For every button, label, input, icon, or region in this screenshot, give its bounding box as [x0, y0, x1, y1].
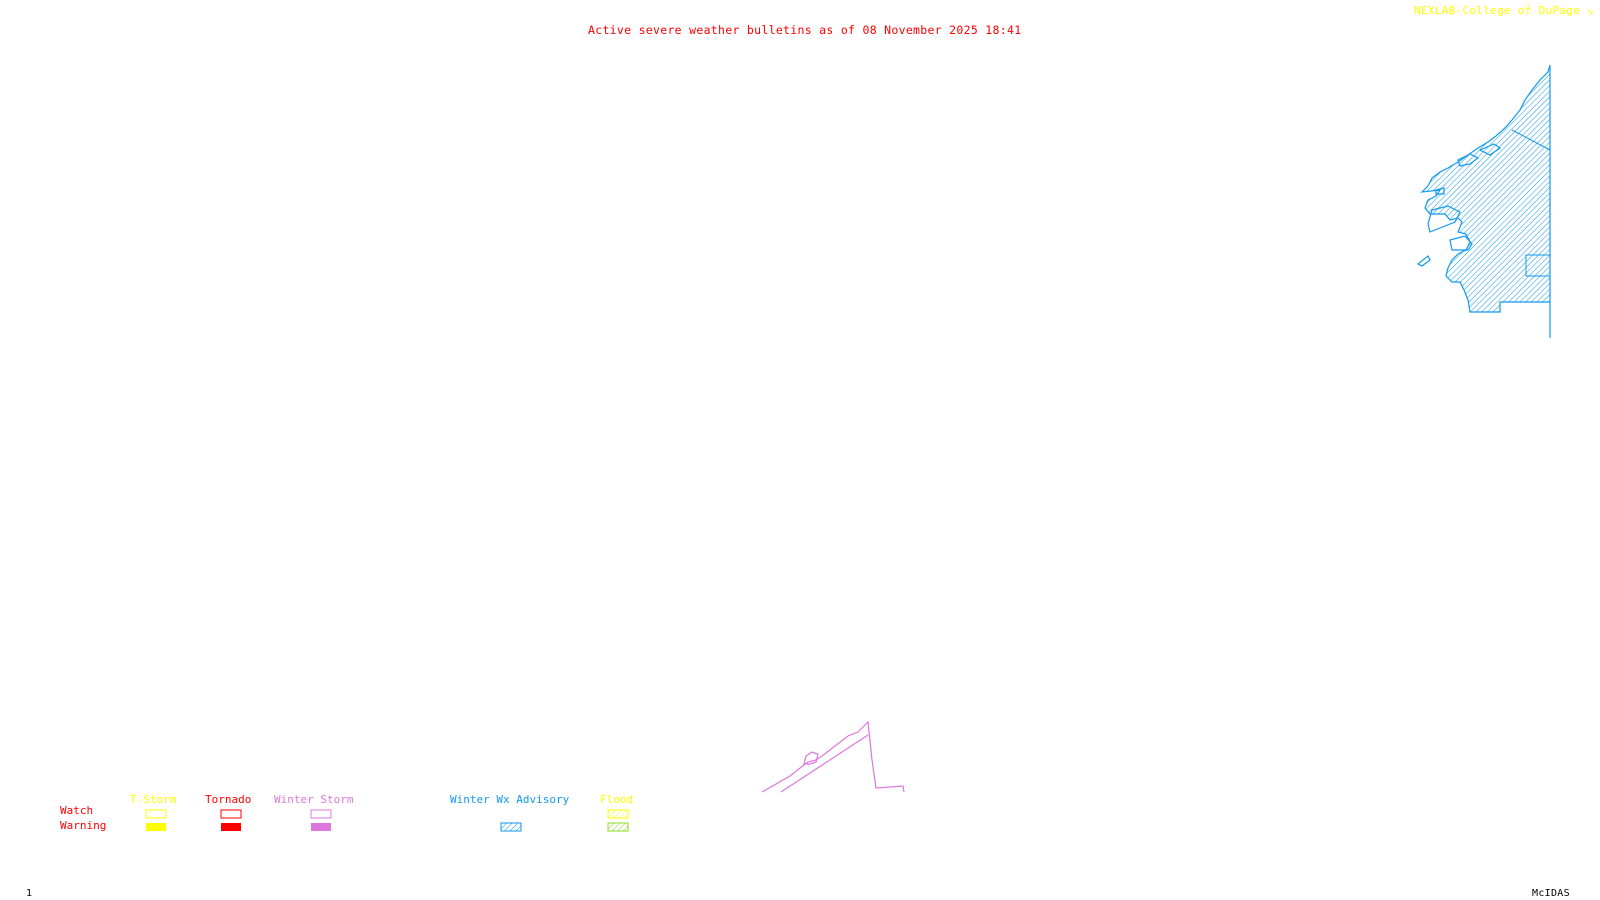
- winter-storm-lake: [803, 751, 819, 765]
- winter-wx-advisory-swatch: [500, 822, 522, 832]
- state-border: [1511, 129, 1551, 151]
- winter-storm-watch-swatch: [310, 809, 332, 819]
- tornado-warning-swatch: [221, 823, 241, 831]
- winter-storm-inner-line: [780, 734, 869, 793]
- island: [1457, 153, 1480, 167]
- island: [1435, 187, 1445, 195]
- legend-row-warning: Warning: [60, 819, 107, 832]
- tstorm-warning-swatch: [146, 823, 166, 831]
- legend-flood: Flood: [600, 793, 634, 806]
- county-border: [1525, 254, 1550, 277]
- credit-label: NEXLAB-College of DuPage ↘: [1414, 5, 1594, 17]
- flood-watch-swatch: [607, 809, 629, 819]
- island: [1478, 143, 1502, 156]
- coastline-inlet: [1427, 205, 1461, 233]
- winter-storm-outline: [761, 720, 905, 793]
- legend-tornado: Tornado: [205, 793, 252, 806]
- winter-storm-warning-swatch: [311, 823, 331, 831]
- legend-swatches: [145, 809, 629, 832]
- frame-number: 1: [26, 888, 33, 899]
- winter-wx-advisory-area: [1416, 64, 1551, 338]
- credit-text: NEXLAB-College of DuPage: [1414, 4, 1581, 17]
- legend-tstorm: T-Storm: [130, 793, 177, 806]
- flood-warning-swatch: [607, 822, 629, 832]
- legend-winter-storm: Winter Storm: [274, 793, 354, 806]
- tornado-watch-swatch: [220, 809, 242, 819]
- logo-mark-icon: ↘: [1587, 4, 1595, 17]
- legend-winter-wx-advisory: Winter Wx Advisory: [450, 793, 570, 806]
- software-label: McIDAS: [1532, 888, 1570, 899]
- winter-storm-boundary: [761, 720, 905, 793]
- island: [1449, 235, 1473, 251]
- bulletin-title: Active severe weather bulletins as of 08…: [588, 23, 1022, 37]
- legend-row-watch: Watch: [60, 804, 94, 817]
- island: [1416, 255, 1431, 267]
- advisory-polygon: [1420, 64, 1551, 338]
- tstorm-watch-swatch: [145, 809, 167, 819]
